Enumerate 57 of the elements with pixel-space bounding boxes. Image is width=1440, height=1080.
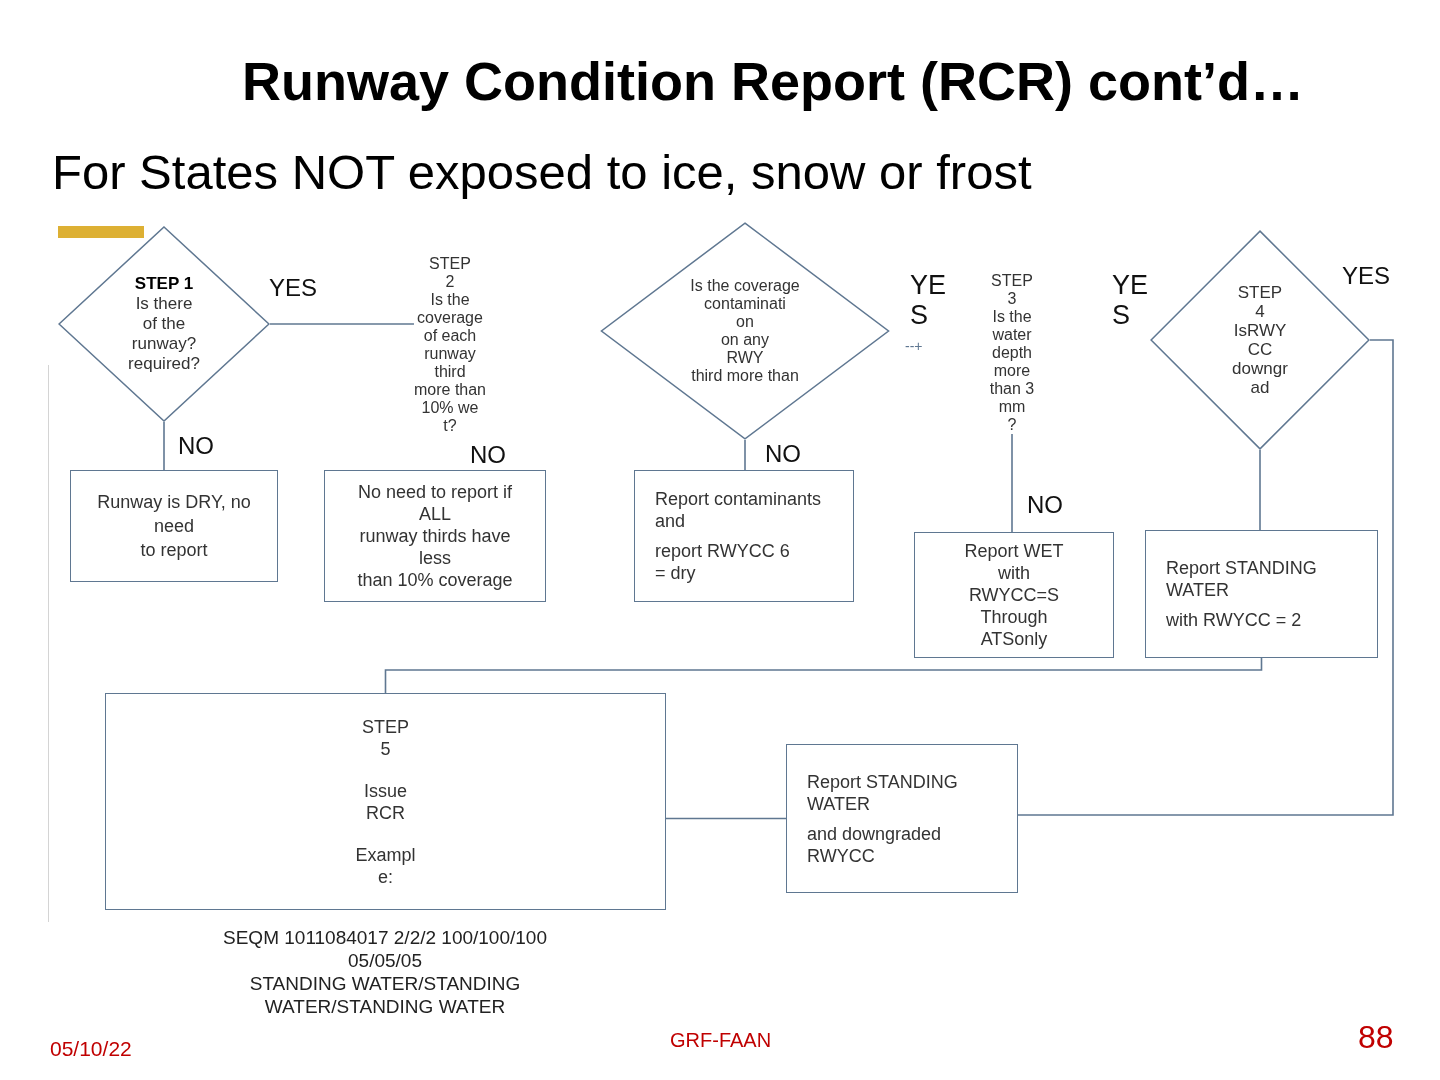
box-text: No need to report if ALL runway thirds have less than 10% coverage: [357, 481, 513, 591]
decision-text: more: [993, 362, 1031, 380]
box-text: with RWYCC = 2: [1166, 609, 1302, 631]
date-text: 05/10/22: [50, 1036, 132, 1062]
decision-text: IsRWY CC downgr ad: [1232, 321, 1288, 397]
example-text: STANDING WATER/STANDING WATER/STANDING WATER: [249, 972, 521, 1018]
page-number: 88: [1358, 1018, 1394, 1056]
connector-line: [744, 439, 746, 471]
decision-text: STEP 4: [1237, 283, 1283, 321]
branch-label: YE S: [1112, 270, 1149, 330]
decision-text: mm: [998, 398, 1026, 416]
connector-line: [1011, 433, 1013, 533]
process-box: [786, 744, 1018, 893]
connector-line: [163, 421, 165, 471]
subtitle: For States NOT exposed to ice, snow or frost: [52, 144, 1032, 200]
box-text: Report WET with RWYCC=S Through ATSonly: [964, 540, 1064, 650]
box-text: and downgraded RWYCC: [807, 822, 942, 867]
branch-label: NO: [470, 442, 506, 468]
box-text: Runway is DRY, no need to report: [97, 491, 251, 562]
box-text: Report STANDING WATER: [1166, 557, 1317, 601]
box-text: report RWYCC 6 = dry: [655, 540, 790, 584]
decision-text: required?: [128, 354, 200, 374]
decision-text: more than: [414, 381, 486, 399]
decision-text: STEP 3: [991, 272, 1033, 308]
box-text: Report contaminants and: [655, 488, 822, 532]
box-text: Exampl e:: [355, 843, 416, 888]
branch-label: YE S: [910, 270, 947, 330]
process-box: [105, 693, 666, 910]
footer-text: GRF-FAAN: [670, 1028, 772, 1052]
box-text: Report STANDING WATER: [807, 770, 958, 815]
process-box: [1145, 530, 1378, 658]
arrow-remnant-text: --+: [905, 338, 923, 354]
process-box: [70, 470, 278, 582]
decision-diamond: [58, 226, 270, 422]
decision-text: ?: [1007, 416, 1017, 434]
decision-diamond: [600, 222, 890, 440]
decision-text: than 3: [989, 380, 1035, 398]
process-box: [324, 470, 546, 602]
example-text: SEQM 1011084017 2/2/2 100/100/100 05/05/05: [223, 926, 547, 972]
connector-line: [384, 657, 1263, 694]
process-box: [634, 470, 854, 602]
decision-text: 10% we t?: [421, 399, 479, 435]
connector-line: [1017, 339, 1394, 816]
box-text: STEP 5: [362, 715, 409, 760]
box-text: Issue RCR: [364, 779, 407, 824]
connector-line: [1259, 449, 1261, 531]
decision-text: Is the coverage: [690, 277, 800, 295]
decision-text: Is there: [135, 294, 193, 314]
decision-text: on any RWY: [720, 331, 769, 367]
decision-text: STEP 1: [134, 274, 194, 294]
decision-text: of the runway?: [131, 314, 197, 354]
connector-line: [269, 323, 415, 325]
process-box: [914, 532, 1114, 658]
connector-line: [665, 817, 787, 820]
decision-text: STEP 2: [429, 255, 471, 291]
slide-title: Runway Condition Report (RCR) cont’d…: [242, 50, 1304, 113]
decision-text: third more than: [691, 367, 799, 385]
